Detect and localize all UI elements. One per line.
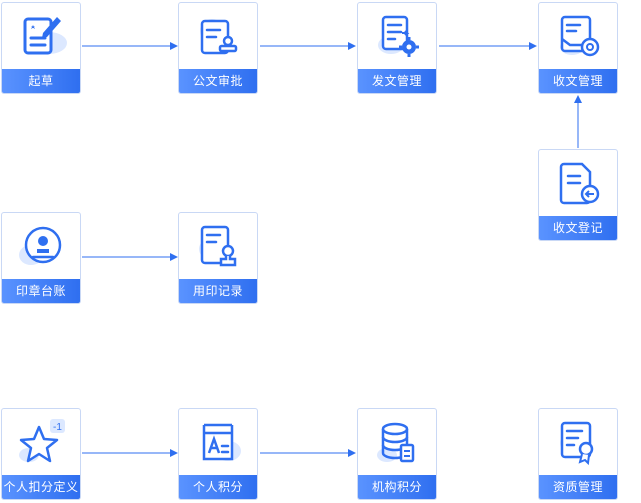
node-draft[interactable]: 起草 <box>1 2 81 94</box>
node-personal-points[interactable]: 个人积分 <box>178 408 258 500</box>
node-points-definition[interactable]: -1 个人扣分定义 <box>1 408 81 500</box>
certificate-icon <box>560 421 594 466</box>
tray-gear-icon <box>560 15 600 57</box>
doc-gear-icon <box>378 15 419 57</box>
node-seal-record[interactable]: 用印记录 <box>178 212 258 304</box>
node-label: 用印记录 <box>179 279 257 303</box>
node-seal-ledger[interactable]: 印章台账 <box>1 212 81 304</box>
node-label: 发文管理 <box>358 69 436 93</box>
node-label: 机构积分 <box>358 475 436 499</box>
node-label: 资质管理 <box>539 475 617 499</box>
seal-icon <box>19 226 62 265</box>
doc-arrow-icon <box>559 162 600 205</box>
approval-stamp-icon <box>200 19 238 55</box>
node-incoming[interactable]: 收文管理 <box>538 2 618 94</box>
doc-stamp-icon <box>199 225 237 267</box>
node-org-points[interactable]: 机构积分 <box>357 408 437 500</box>
node-label: 收文管理 <box>539 69 617 93</box>
node-doc-approval[interactable]: 公文审批 <box>178 2 258 94</box>
node-label: 起草 <box>2 69 80 93</box>
node-label: 印章台账 <box>2 279 80 303</box>
node-qualification[interactable]: 资质管理 <box>538 408 618 500</box>
database-doc-icon <box>377 422 415 463</box>
node-label: 个人扣分定义 <box>2 475 80 499</box>
minus-one-badge: -1 <box>53 422 62 433</box>
edit-doc-icon <box>23 17 67 55</box>
node-label: 个人积分 <box>179 475 257 499</box>
node-incoming-registration[interactable]: 收文登记 <box>538 149 618 241</box>
star-minus-icon: -1 <box>19 419 65 463</box>
node-label: 收文登记 <box>539 216 617 240</box>
node-label: 公文审批 <box>179 69 257 93</box>
node-outgoing[interactable]: 发文管理 <box>357 2 437 94</box>
doc-a-icon <box>202 423 241 461</box>
